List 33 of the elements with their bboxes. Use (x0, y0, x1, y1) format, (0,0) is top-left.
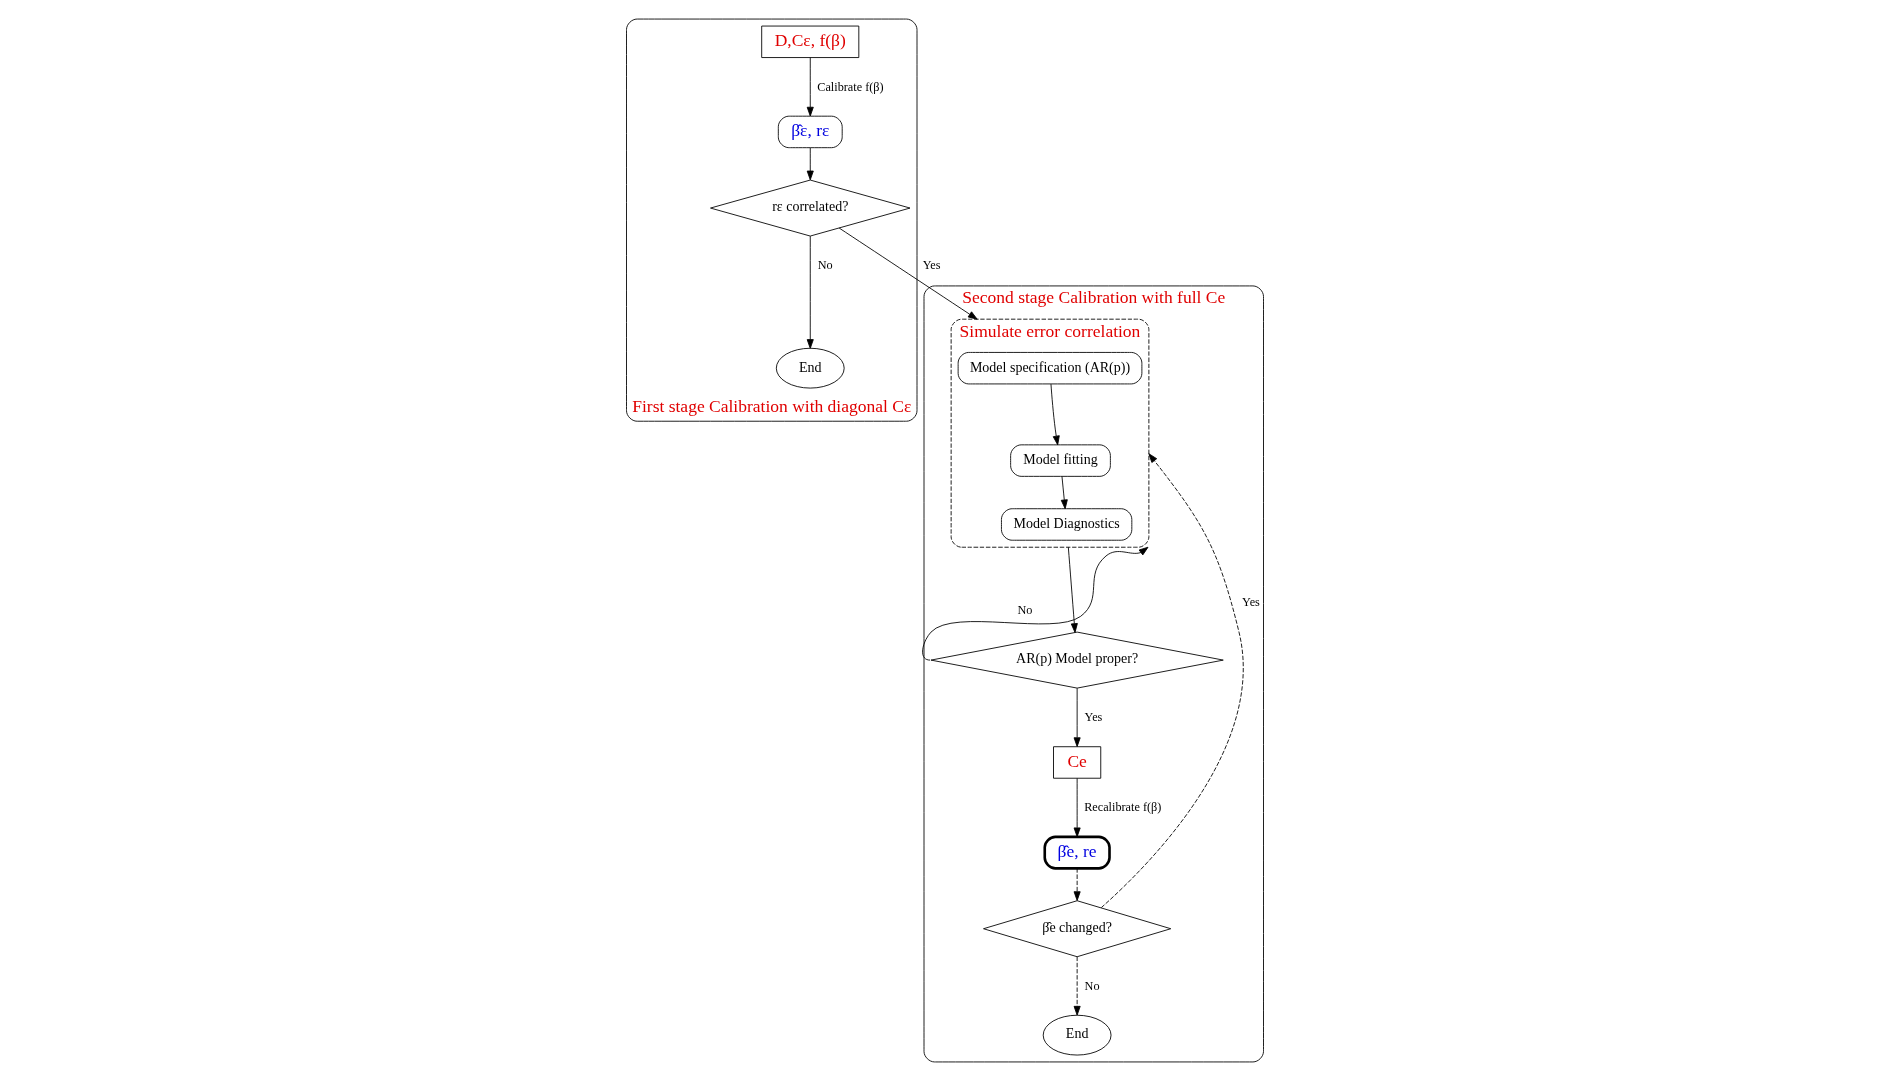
arrow (1100, 453, 1244, 908)
edge-label: Recalibrate f(β) (1083, 800, 1161, 815)
node-box: β̂e, re (1042, 835, 1111, 870)
arrow (1073, 868, 1081, 901)
arrow (838, 227, 978, 320)
edge-label: Yes (1241, 595, 1260, 610)
arrow (1073, 777, 1081, 838)
arrow (806, 147, 814, 181)
node-ellipse: End (775, 347, 845, 389)
edge-label: No (1017, 603, 1032, 618)
arrow (806, 235, 814, 349)
node-box: Ce (1052, 746, 1101, 779)
arrow (1050, 383, 1060, 446)
node-box: Model specification (AR(p)) (957, 352, 1142, 385)
edge-label: No (1084, 978, 1100, 993)
node-diamond: rε correlated? (709, 179, 910, 237)
arrow (1067, 546, 1078, 633)
node-box: β̂ε, rε (777, 115, 843, 149)
node-box: Model fitting (1009, 444, 1111, 477)
node-box: D,Cε, f(β) (760, 25, 859, 58)
edge-label: No (817, 258, 833, 273)
edge-label: Yes (1084, 710, 1102, 725)
node-ellipse: End (1042, 1014, 1111, 1056)
node-box: Model Diagnostics (1000, 508, 1132, 541)
arrow (1073, 956, 1081, 1016)
arrow (806, 57, 814, 117)
edge-label: Yes (922, 258, 941, 273)
arrow (921, 546, 1148, 661)
edge-label: Calibrate f(β) (816, 79, 884, 94)
node-diamond: AR(p) Model proper? (930, 631, 1224, 689)
arrow (1073, 687, 1081, 747)
node-diamond: β̂e changed? (982, 900, 1171, 958)
arrow (1060, 476, 1068, 510)
